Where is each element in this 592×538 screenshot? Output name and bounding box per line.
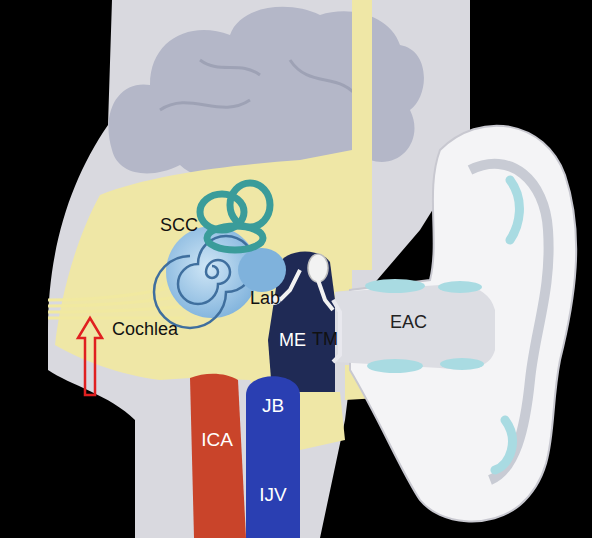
part-label: Lab (250, 289, 280, 309)
vessel-label: JB (262, 396, 284, 417)
vein-shape: JB IJV (246, 378, 300, 538)
part-label: ME (279, 331, 306, 351)
vessel-label: IJV (259, 485, 286, 506)
part-label: SCC (160, 216, 198, 236)
part-label: EAC (390, 313, 427, 333)
artery-shape: ICA (188, 378, 246, 538)
part-label: TM (312, 330, 338, 350)
part-label: Cochlea (112, 320, 178, 340)
vessel-label: ICA (201, 430, 233, 451)
